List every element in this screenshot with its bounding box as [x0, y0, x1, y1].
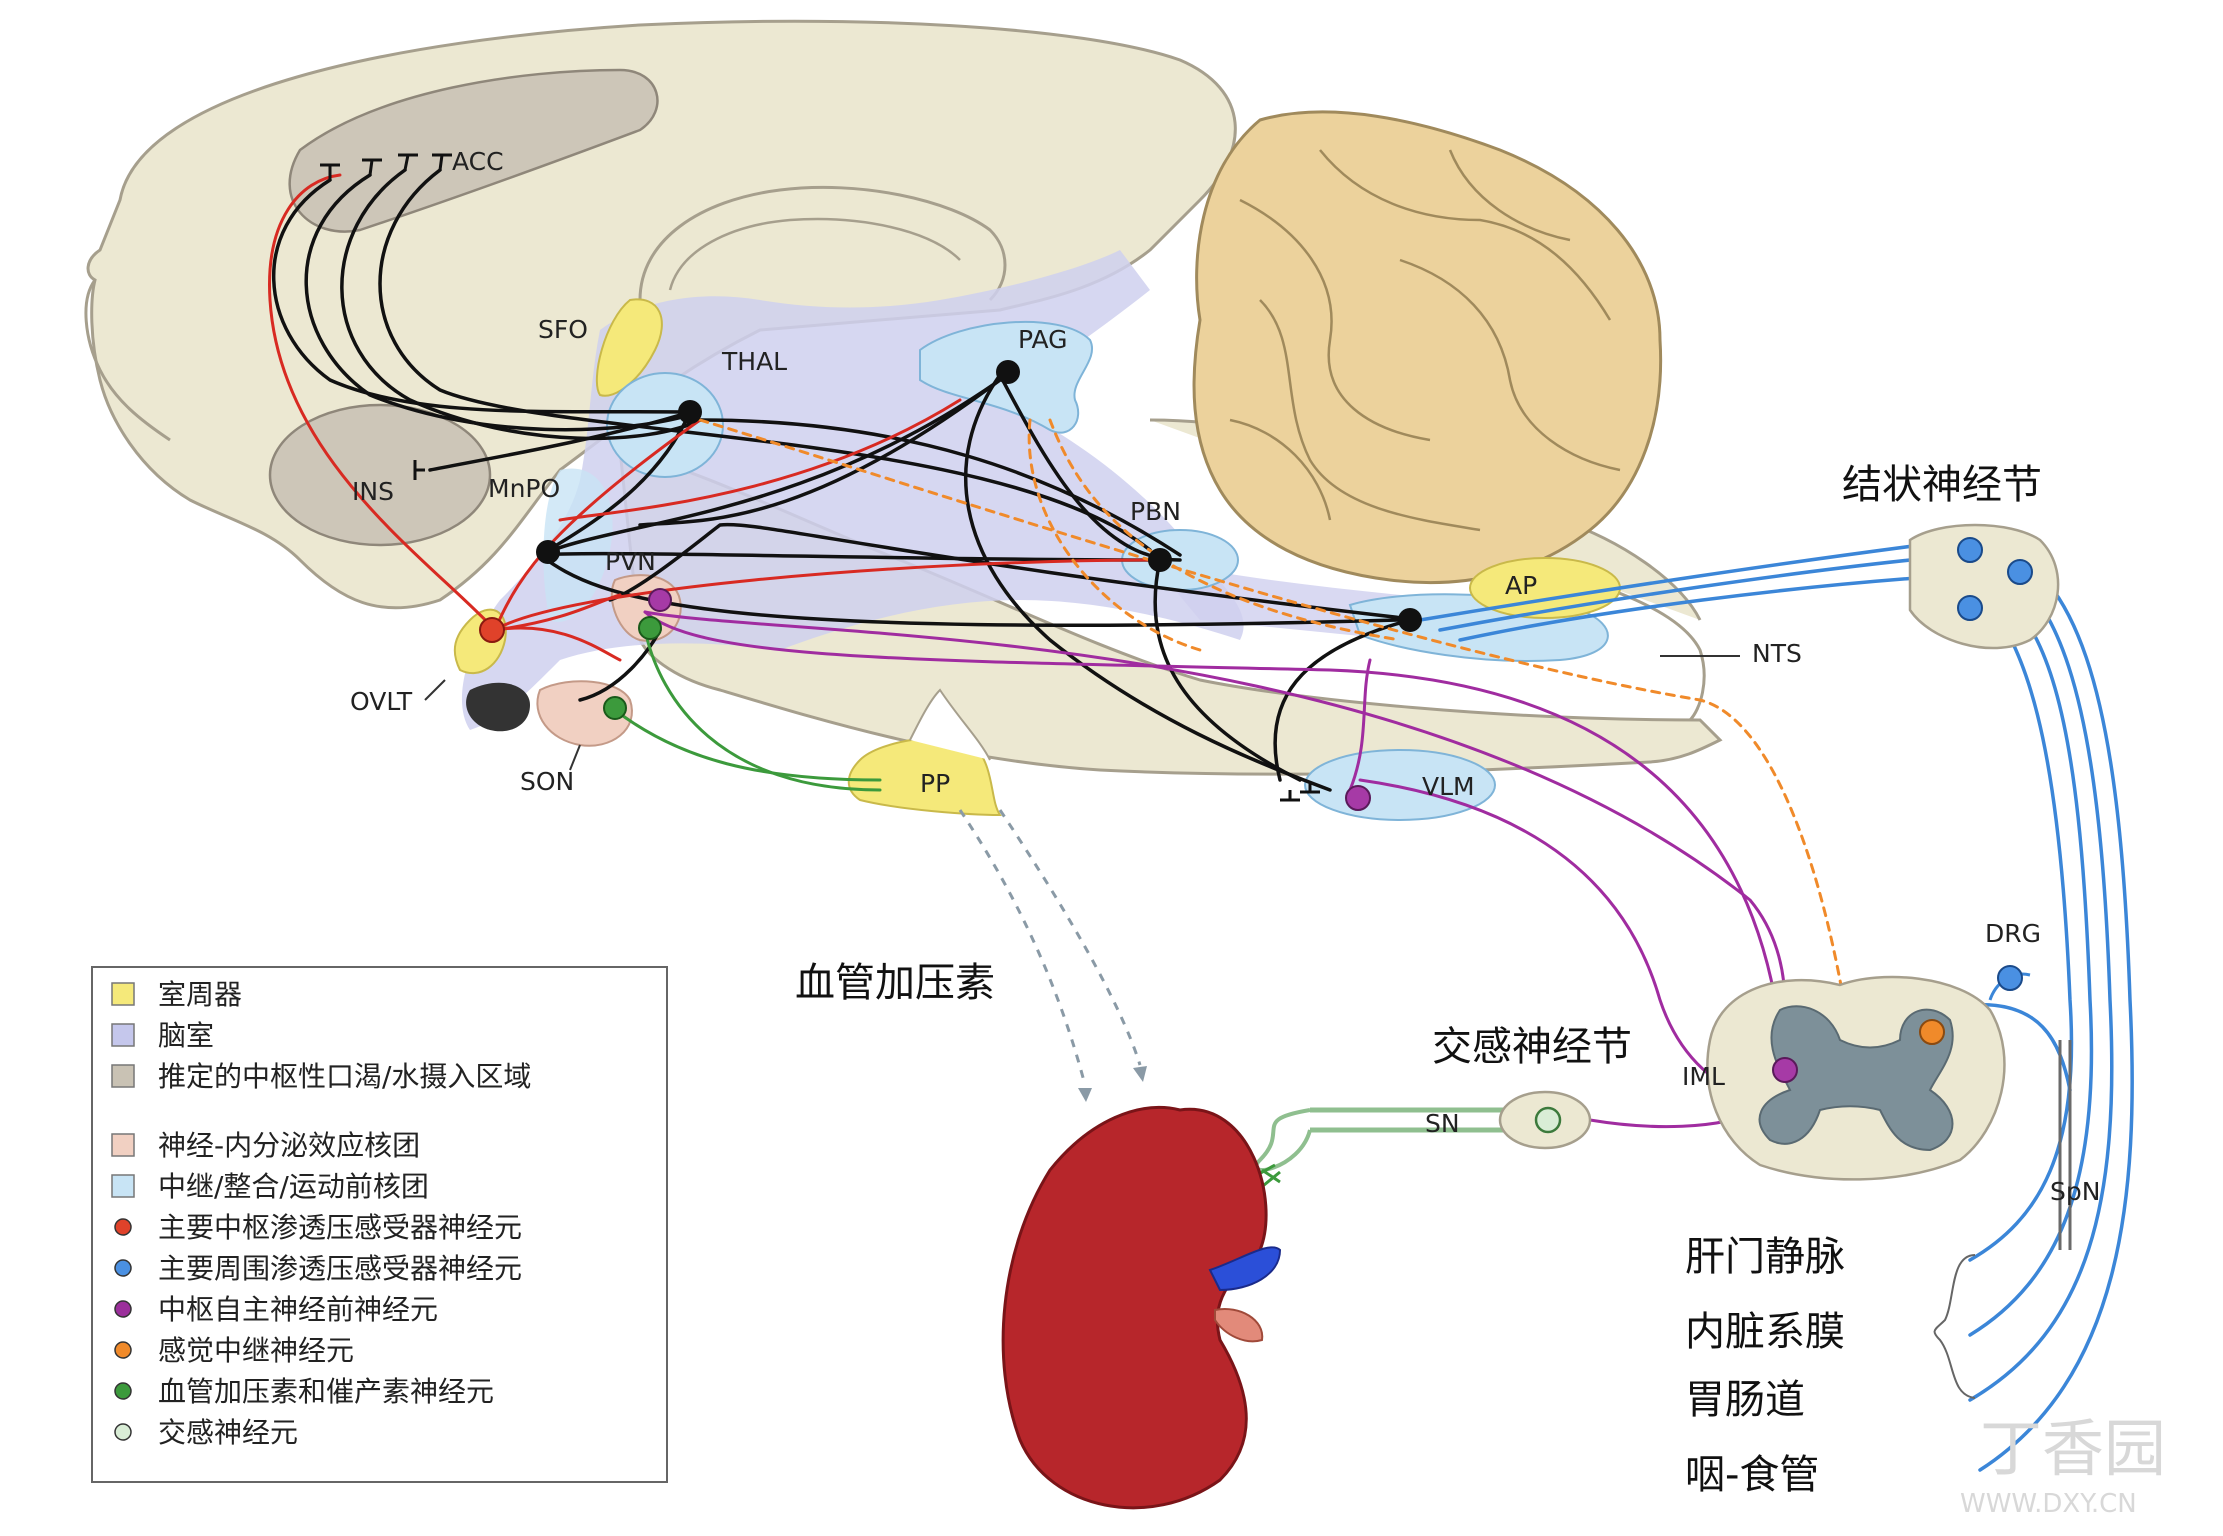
synapse-markers	[320, 153, 1320, 802]
kidney	[1001, 1106, 1282, 1510]
label-acc: ACC	[452, 147, 504, 176]
pvn-green-neuron	[638, 616, 662, 640]
drg-neuron	[1997, 965, 2023, 991]
legend: 室周器脑室推定的中枢性口渴/水摄入区域神经-内分泌效应核团中继/整合/运动前核团…	[91, 966, 668, 1483]
legend-label: 主要周围渗透压感受器神经元	[158, 1252, 522, 1285]
label-pvn: PVN	[605, 547, 656, 576]
pvn-purple-neuron	[648, 588, 672, 612]
thal-region	[606, 372, 724, 478]
label-ovlt: OVLT	[350, 687, 413, 716]
label-son: SON	[520, 767, 574, 796]
legend-swatch	[111, 1174, 135, 1198]
legend-swatch	[114, 1341, 132, 1359]
legend-label: 推定的中枢性口渴/水摄入区域	[158, 1060, 531, 1093]
legend-label: 中枢自主神经前神经元	[158, 1293, 438, 1326]
vlm-neuron	[1345, 785, 1371, 811]
legend-swatch	[111, 1023, 135, 1047]
legend-label: 脑室	[158, 1019, 214, 1052]
label-vlm: VLM	[1422, 772, 1475, 801]
legend-swatch	[114, 1382, 132, 1400]
label-nts: NTS	[1752, 639, 1802, 668]
legend-box	[91, 966, 668, 1483]
label-pag: PAG	[1018, 325, 1068, 354]
label-mesentery: 内脏系膜	[1685, 1309, 1845, 1355]
nodose-ganglion	[1908, 523, 2060, 650]
label-iml: IML	[1682, 1062, 1725, 1091]
label-sfo: SFO	[538, 315, 588, 344]
label-sn: SN	[1425, 1109, 1460, 1138]
son-green-neuron	[603, 696, 627, 720]
label-gi-tract: 胃肠道	[1685, 1377, 1805, 1423]
label-nodose-ganglion: 结状神经节	[1842, 462, 2042, 508]
neurons	[479, 360, 1422, 811]
legend-swatch	[114, 1423, 132, 1441]
legend-swatch	[111, 982, 135, 1006]
label-pharynx-esophagus: 咽-食管	[1685, 1452, 1819, 1498]
label-mnpo: MnPO	[488, 474, 560, 503]
label-pp: PP	[920, 769, 950, 798]
nts-neuron	[1398, 608, 1422, 632]
label-spn: SpN	[2050, 1177, 2100, 1206]
watermark-brand: 丁香园	[1980, 1412, 2166, 1485]
label-ins: INS	[352, 477, 394, 506]
vasopressin-arrows	[958, 809, 1142, 1086]
legend-label: 中继/整合/运动前核团	[158, 1170, 429, 1203]
spinal-cord	[1706, 965, 2072, 1250]
chinese-labels: 结状神经节 血管加压素 交感神经节 肝门静脉 内脏系膜 胃肠道 咽-食管	[795, 462, 2042, 1498]
legend-label: 血管加压素和催产素神经元	[158, 1375, 494, 1408]
brain	[84, 19, 1723, 821]
legend-swatch	[111, 1133, 135, 1157]
label-portal-vein: 肝门静脉	[1685, 1234, 1845, 1280]
legend-swatch	[111, 1064, 135, 1088]
frontal-lobe	[84, 279, 171, 442]
cerebellum	[1192, 110, 1663, 584]
legend-label: 感觉中继神经元	[158, 1334, 354, 1367]
legend-label: 神经-内分泌效应核团	[158, 1129, 420, 1162]
thal-neuron	[678, 400, 702, 424]
legend-swatch	[114, 1259, 132, 1277]
corpus-callosum	[638, 185, 1007, 302]
region-labels: ACC SFO THAL PAG INS MnPO PVN PBN OVLT S…	[350, 147, 2100, 1206]
ins-region	[268, 403, 492, 547]
legend-swatch	[114, 1218, 132, 1236]
legend-label: 交感神经元	[158, 1416, 298, 1449]
watermark: 丁香园 WWW.DXY.CN	[1960, 1412, 2166, 1519]
legend-label: 室周器	[158, 978, 242, 1011]
label-ap: AP	[1505, 571, 1537, 600]
son-region	[536, 680, 633, 747]
watermark-url: WWW.DXY.CN	[1960, 1489, 2137, 1519]
pbn-neuron	[1148, 548, 1172, 572]
optic-chiasm	[466, 682, 530, 732]
legend-swatch	[114, 1300, 132, 1318]
label-sympathetic-ganglion: 交感神经节	[1432, 1024, 1632, 1070]
mnpo-neuron	[536, 540, 560, 564]
label-drg: DRG	[1985, 919, 2041, 948]
label-vasopressin: 血管加压素	[795, 960, 995, 1006]
pag-neuron	[996, 360, 1020, 384]
label-thal: THAL	[721, 347, 787, 376]
ovlt-neuron	[479, 617, 505, 643]
label-pbn: PBN	[1130, 497, 1181, 526]
sympathetic-ganglion	[1247, 1090, 1592, 1192]
sympathetic-neuron	[1534, 1106, 1562, 1134]
legend-label: 主要中枢渗透压感受器神经元	[158, 1211, 522, 1244]
